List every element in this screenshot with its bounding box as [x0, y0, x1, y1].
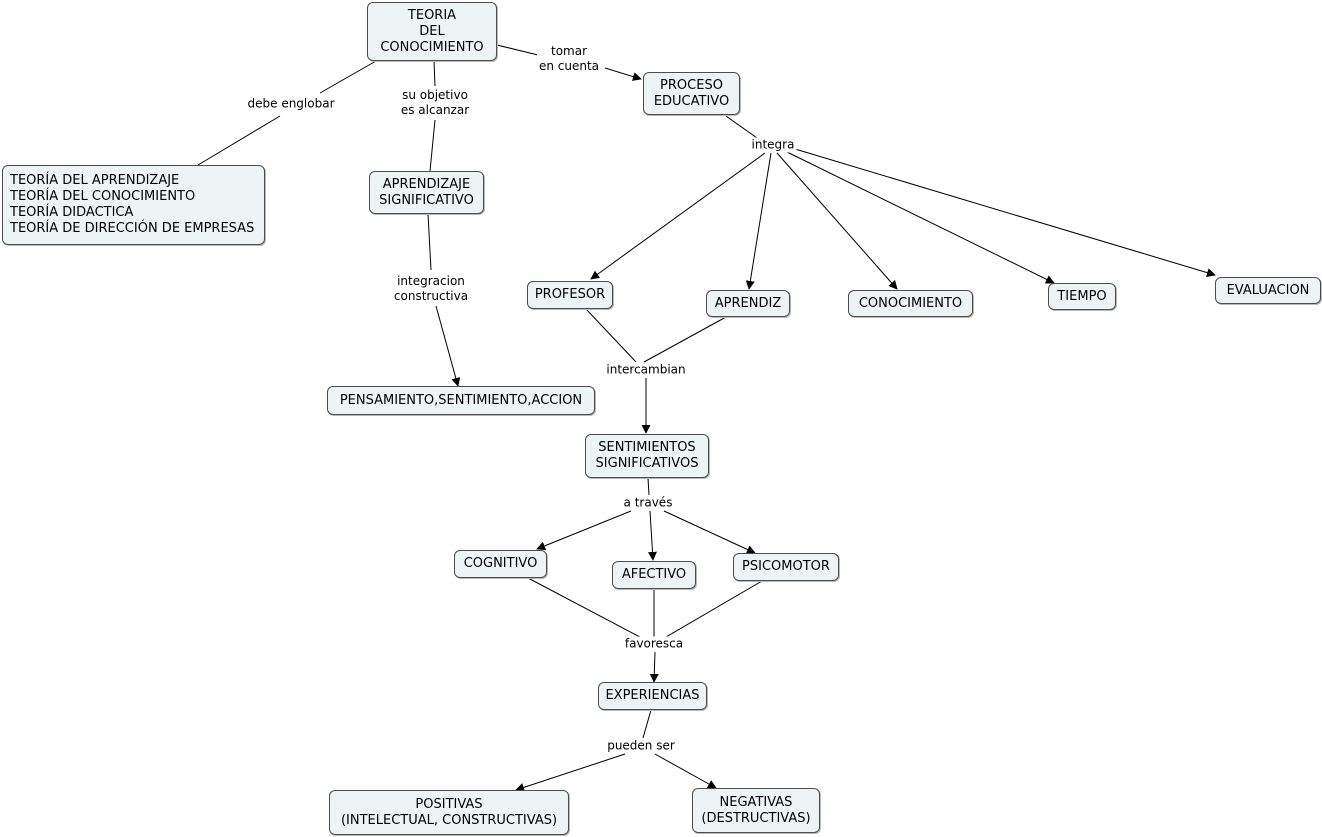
link-line — [663, 510, 756, 554]
concept-positivas[interactable]: POSITIVAS (INTELECTUAL, CONSTRUCTIVAS) — [329, 790, 569, 835]
link-line — [643, 316, 727, 363]
concept-negativas[interactable]: NEGATIVAS (DESTRUCTIVAS) — [692, 788, 820, 833]
link-line — [649, 651, 659, 683]
link-line — [527, 577, 641, 638]
link-line — [590, 152, 766, 280]
concept-tiempo[interactable]: TIEMPO — [1048, 283, 1116, 310]
link-label-debe-englobar: debe englobar — [245, 96, 337, 112]
link-line — [197, 115, 281, 166]
link-line — [647, 477, 650, 496]
link-label-tomar-en-cuenta: tomar en cuenta — [536, 44, 602, 74]
link-label-favoresca: favoresca — [622, 636, 686, 652]
link-line — [515, 753, 626, 792]
concept-experiencias[interactable]: EXPERIENCIAS — [598, 682, 707, 710]
link-line — [642, 709, 652, 739]
link-line — [665, 580, 763, 638]
concept-aprendizaje-significativo[interactable]: APRENDIZAJE SIGNIFICATIVO — [369, 171, 484, 214]
link-line — [427, 213, 432, 271]
link-label-a-traves: a través — [621, 495, 675, 511]
concept-teorias-lista[interactable]: TEORÍA DEL APRENDIZAJE TEORÍA DEL CONOCI… — [2, 165, 265, 245]
concept-cognitivo[interactable]: COGNITIVO — [454, 550, 547, 578]
link-line — [648, 510, 657, 561]
link-label-integra: integra — [749, 137, 797, 153]
link-line — [784, 150, 1055, 284]
concept-pensamiento-sentimiento-accion[interactable]: PENSAMIENTO,SENTIMIENTO,ACCION — [327, 386, 595, 415]
link-line — [776, 152, 898, 290]
concept-afectivo[interactable]: AFECTIVO — [612, 561, 696, 589]
concept-profesor[interactable]: PROFESOR — [527, 281, 613, 309]
link-label-integracion-constructiva: integracion constructiva — [391, 274, 471, 304]
link-line — [319, 60, 377, 94]
concept-teoria-conocimiento[interactable]: TEORIA DEL CONOCIMIENTO — [367, 2, 497, 61]
link-line — [745, 152, 772, 290]
concept-aprendiz[interactable]: APRENDIZ — [706, 290, 790, 317]
link-label-su-objetivo: su objetivo es alcanzar — [398, 88, 472, 118]
link-line — [794, 148, 1216, 277]
concept-sentimientos-significativos[interactable]: SENTIMIENTOS SIGNIFICATIVOS — [585, 434, 709, 478]
link-line — [604, 67, 642, 81]
link-line — [585, 308, 637, 363]
concept-conocimiento[interactable]: CONOCIMIENTO — [848, 290, 973, 317]
link-label-pueden-ser: pueden ser — [605, 738, 677, 754]
link-line — [435, 305, 461, 387]
link-line — [433, 60, 436, 87]
concept-proceso-educativo[interactable]: PROCESO EDUCATIVO — [643, 72, 740, 115]
concept-evaluacion[interactable]: EVALUACION — [1215, 277, 1321, 304]
link-line — [496, 44, 539, 56]
concept-psicomotor[interactable]: PSICOMOTOR — [733, 553, 839, 581]
link-line — [725, 115, 758, 139]
link-line — [429, 119, 436, 172]
link-label-intercambian: intercambian — [604, 362, 688, 378]
link-line — [536, 510, 632, 551]
link-line — [654, 753, 717, 789]
